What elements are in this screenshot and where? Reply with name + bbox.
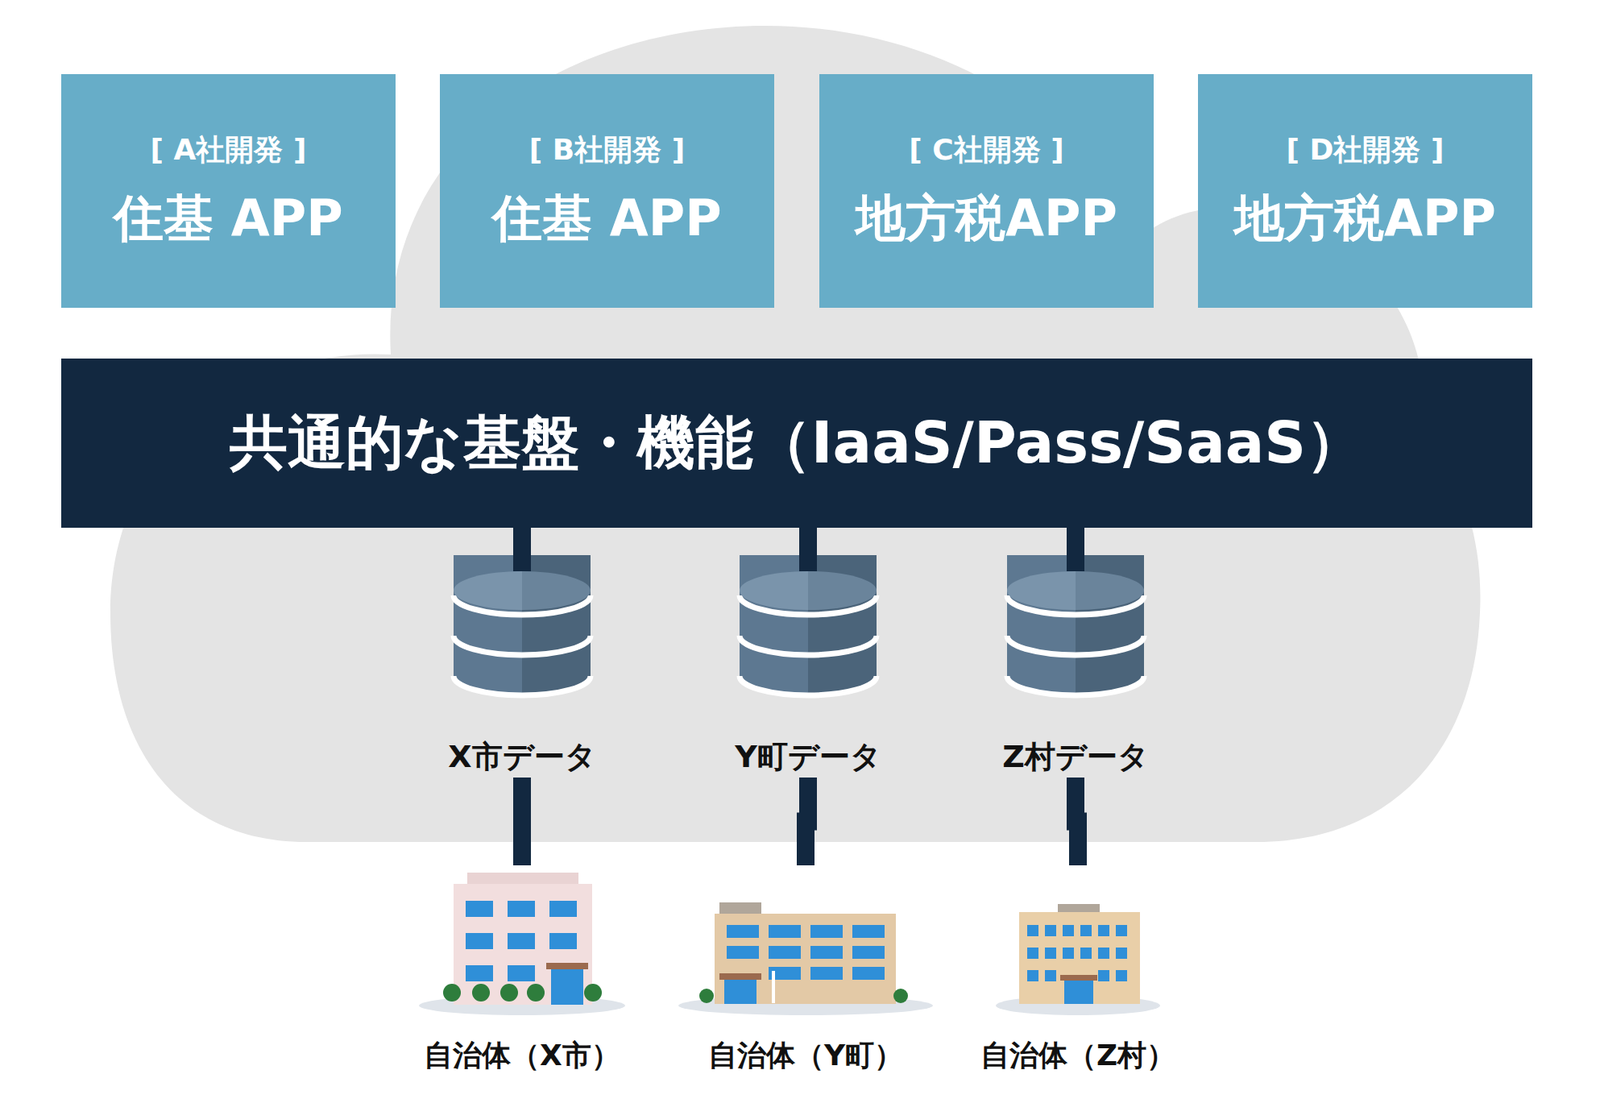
app-box: [ A社開発 ] 住基 APP xyxy=(61,74,396,308)
app-box: [ D社開発 ] 地方税APP xyxy=(1197,74,1533,308)
municipality-node: 自治体（Y町） xyxy=(655,865,956,1076)
node-subtitle: [ A社開発 ] xyxy=(150,130,307,170)
database-cylinder xyxy=(739,555,877,696)
node-label: 自治体（Z村） xyxy=(928,1036,1228,1076)
node-label: 地方税APP xyxy=(855,184,1118,253)
node-subtitle: [ D社開発 ] xyxy=(1286,130,1445,170)
node-subtitle: [ B社開発 ] xyxy=(529,130,685,170)
database-cylinder xyxy=(453,555,591,696)
connector-line xyxy=(799,527,817,572)
node-label: Y町データ xyxy=(682,736,934,778)
connector-line xyxy=(805,777,809,866)
app-box: [ C社開発 ] 地方税APP xyxy=(819,74,1154,308)
node-subtitle: [ C社開発 ] xyxy=(908,130,1064,170)
database-cylinder xyxy=(1007,555,1145,696)
building-y xyxy=(678,902,933,1016)
node-label: 地方税APP xyxy=(1234,184,1497,253)
node-label: 自治体（Y町） xyxy=(655,1036,956,1076)
municipality-node: 自治体（X市） xyxy=(372,865,672,1076)
connector-line xyxy=(1075,777,1078,866)
database-node: Z村データ xyxy=(949,571,1202,778)
building-x xyxy=(418,872,626,1016)
connector-line xyxy=(1066,527,1085,572)
node-label: Z村データ xyxy=(949,736,1202,778)
connector-line xyxy=(513,527,531,572)
node-label: 住基 APP xyxy=(113,184,343,253)
node-label: 共通的な基盤・機能（IaaS/Pass/SaaS） xyxy=(229,404,1364,482)
node-label: X市データ xyxy=(396,736,648,778)
building-z xyxy=(995,903,1161,1016)
node-label: 自治体（X市） xyxy=(372,1036,672,1076)
connector-line xyxy=(513,777,531,866)
platform-band: 共通的な基盤・機能（IaaS/Pass/SaaS） xyxy=(61,358,1533,528)
database-node: X市データ xyxy=(396,571,648,778)
database-node: Y町データ xyxy=(682,571,934,778)
municipality-node: 自治体（Z村） xyxy=(928,865,1228,1076)
app-box: [ B社開発 ] 住基 APP xyxy=(439,74,775,308)
node-label: 住基 APP xyxy=(492,184,722,253)
